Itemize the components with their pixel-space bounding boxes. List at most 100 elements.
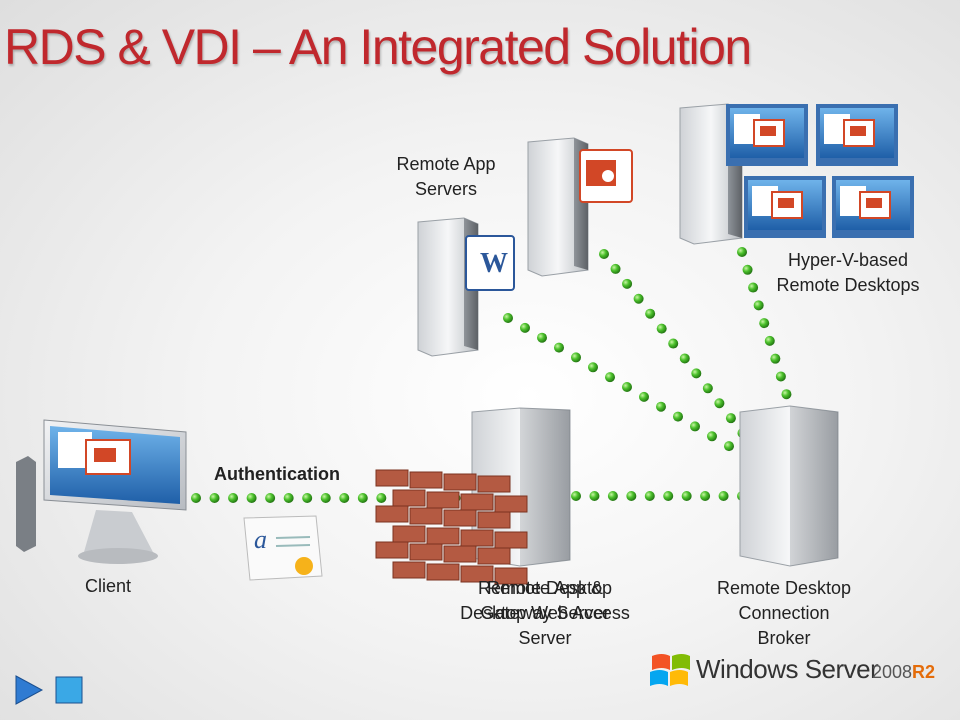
link-dot: [209, 493, 220, 503]
slide-title: RDS & VDI – An Integrated Solution: [4, 19, 752, 75]
link-dot: [759, 318, 770, 329]
firewall-brick: [409, 543, 443, 561]
link-dot: [589, 491, 600, 501]
link-gateway-broker: [571, 491, 747, 501]
link-dot: [537, 332, 547, 343]
link-dot: [639, 391, 649, 402]
link-dot: [320, 493, 331, 503]
firewall-brick: [494, 567, 528, 585]
firewall-brick: [426, 527, 460, 545]
link-dot: [770, 353, 781, 364]
firewall-brick: [443, 509, 477, 527]
firewall-brick: [443, 545, 477, 563]
remote-app-label-line-2: Servers: [414, 179, 477, 199]
gateway-label-layer-a: Remote Desktop Gateway Server: [440, 576, 650, 626]
firewall-brick: [494, 495, 528, 513]
link-dot: [376, 493, 387, 503]
client-computer: [16, 419, 187, 564]
firewall-brick: [409, 507, 443, 525]
firewall-brick: [409, 471, 443, 489]
broker-label-line-2: Connection: [738, 603, 830, 623]
client-label-line-1: Client: [84, 576, 132, 596]
firewall-brick: [426, 491, 460, 509]
link-dot: [707, 431, 717, 442]
firewall-brick: [477, 511, 511, 529]
remote-app-server-word: W: [417, 217, 515, 357]
certificate-icon: a: [243, 515, 323, 581]
broker-label-line-1: Remote Desktop: [716, 578, 852, 598]
svg-text:W: W: [480, 248, 508, 279]
link-dot: [714, 398, 725, 409]
firewall-brick: [392, 525, 426, 543]
link-dot: [644, 491, 655, 501]
firewall-brick: [375, 541, 409, 559]
authentication-label: Authentication: [214, 464, 340, 484]
broker-server: [739, 405, 839, 567]
firewall-brick: [443, 473, 477, 491]
hyperv-label-line-1: Hyper-V-based: [787, 250, 909, 270]
firewall-brick: [460, 529, 494, 547]
link-dot: [691, 368, 702, 379]
link-dot: [246, 493, 257, 503]
link-dot: [588, 362, 598, 373]
link-dot: [656, 401, 666, 412]
link-dot: [633, 293, 644, 304]
link-dot: [339, 493, 350, 503]
link-dot: [724, 441, 734, 452]
broker-label-line-3: Broker: [757, 628, 811, 648]
firewall-brick: [477, 547, 511, 565]
link-dot: [673, 411, 683, 422]
gateway-label-a-line-1: Remote Desktop: [477, 578, 613, 598]
firewall-brick: [477, 475, 511, 493]
link-dot: [748, 282, 759, 293]
link-dot: [725, 413, 736, 424]
powerpoint-icon: [579, 149, 633, 203]
link-dot: [520, 322, 530, 333]
link-dot: [626, 491, 637, 501]
gateway-label-c-line-1: Server: [518, 628, 572, 648]
gateway-label-layer-b: Remote App & Desktop Web Access Server: [440, 576, 650, 651]
gateway-label-b-line-1: Remote App &: [486, 578, 604, 598]
link-dot: [764, 335, 775, 346]
link-dot: [690, 421, 700, 432]
hyperv-desktop-tiles: [726, 104, 914, 238]
remote-app-label: Remote App Servers: [386, 152, 506, 202]
remote-app-server-ppt: [527, 137, 633, 277]
remote-app-label-line-1: Remote App: [396, 154, 496, 174]
link-dot: [599, 249, 609, 259]
firewall-brick: [392, 561, 426, 579]
link-dot: [775, 371, 786, 382]
firewall-brick: [460, 493, 494, 511]
link-dot: [228, 493, 239, 503]
windows-flag-icon: [650, 654, 690, 686]
link-dot: [357, 493, 368, 503]
link-dot: [283, 493, 294, 503]
link-dot: [571, 491, 581, 501]
link-dot: [265, 493, 276, 503]
link-dot: [191, 493, 201, 503]
link-dot: [737, 247, 747, 257]
link-dot: [571, 352, 581, 363]
link-dot: [645, 308, 656, 319]
link-dot: [702, 383, 713, 394]
link-dot: [663, 491, 674, 501]
firewall-brick: [375, 505, 409, 523]
link-dot: [718, 491, 729, 501]
gateway-label-a-line-2: Gateway Server: [480, 603, 610, 623]
link-dot: [679, 353, 690, 364]
stop-icon[interactable]: [55, 676, 83, 704]
link-dot: [610, 263, 621, 274]
gateway-label-b-line-2: Desktop Web Access: [460, 603, 630, 623]
play-icon[interactable]: [15, 675, 44, 705]
firewall-brick: [392, 489, 426, 507]
link-remoteapp2-broker: [599, 249, 759, 453]
link-dot: [742, 264, 753, 275]
link-dot: [668, 338, 679, 349]
link-dot: [681, 491, 692, 501]
link-dot: [554, 342, 564, 353]
firewall-brick: [426, 563, 460, 581]
svg-text:a: a: [254, 525, 267, 554]
brand-product: Windows Server: [696, 654, 879, 684]
firewall-brick: [460, 565, 494, 583]
